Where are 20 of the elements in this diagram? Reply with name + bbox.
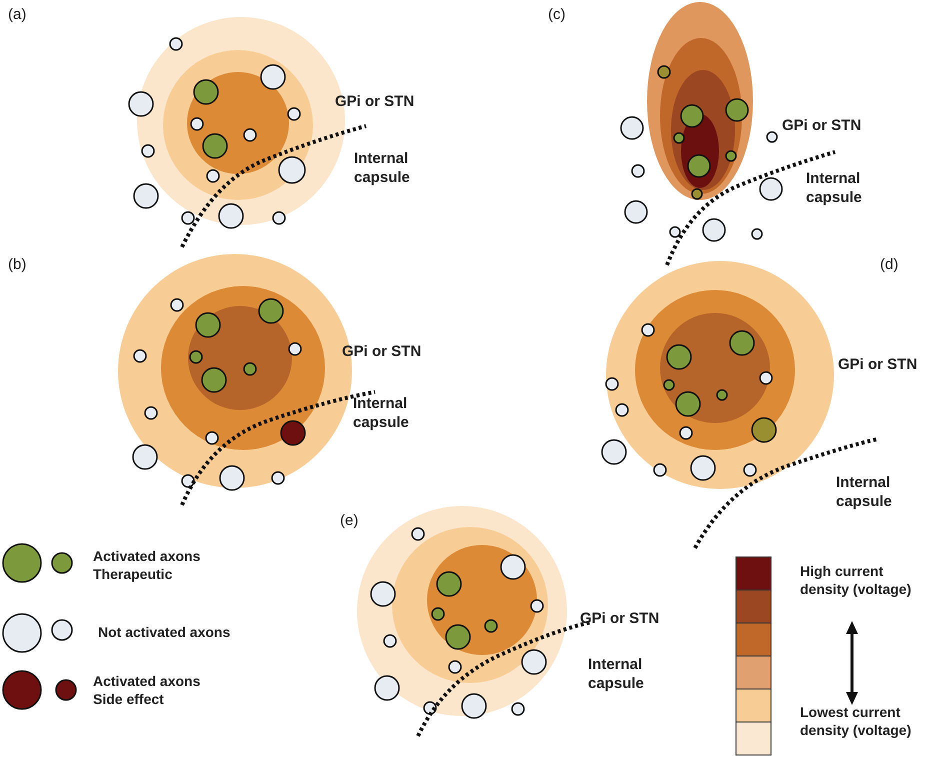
region-label: GPi or STN <box>838 356 918 375</box>
region-label: Internal capsule <box>588 656 645 694</box>
region-label: GPi or STN <box>342 343 422 362</box>
legend-text: Activated axons Therapeutic <box>93 548 202 583</box>
region-label: Internal capsule <box>836 474 893 512</box>
panel-label: (d) <box>880 256 898 273</box>
panel-label: (b) <box>8 256 26 273</box>
region-label: Internal capsule <box>354 150 411 188</box>
legend-text: High current density (voltage) <box>800 563 912 598</box>
panel-label: (c) <box>548 6 566 23</box>
legend-text: Not activated axons <box>98 624 232 642</box>
region-label: GPi or STN <box>782 117 862 136</box>
region-label: Internal capsule <box>353 395 410 432</box>
legend-text: Lowest current density (voltage) <box>800 704 912 739</box>
region-label: GPi or STN <box>335 93 414 112</box>
legend-text: Activated axons Side effect <box>93 673 202 708</box>
region-label: Internal capsule <box>806 170 863 208</box>
panel-label: (e) <box>340 512 358 529</box>
region-label: GPi or STN <box>580 610 660 629</box>
panel-label: (a) <box>8 6 26 23</box>
